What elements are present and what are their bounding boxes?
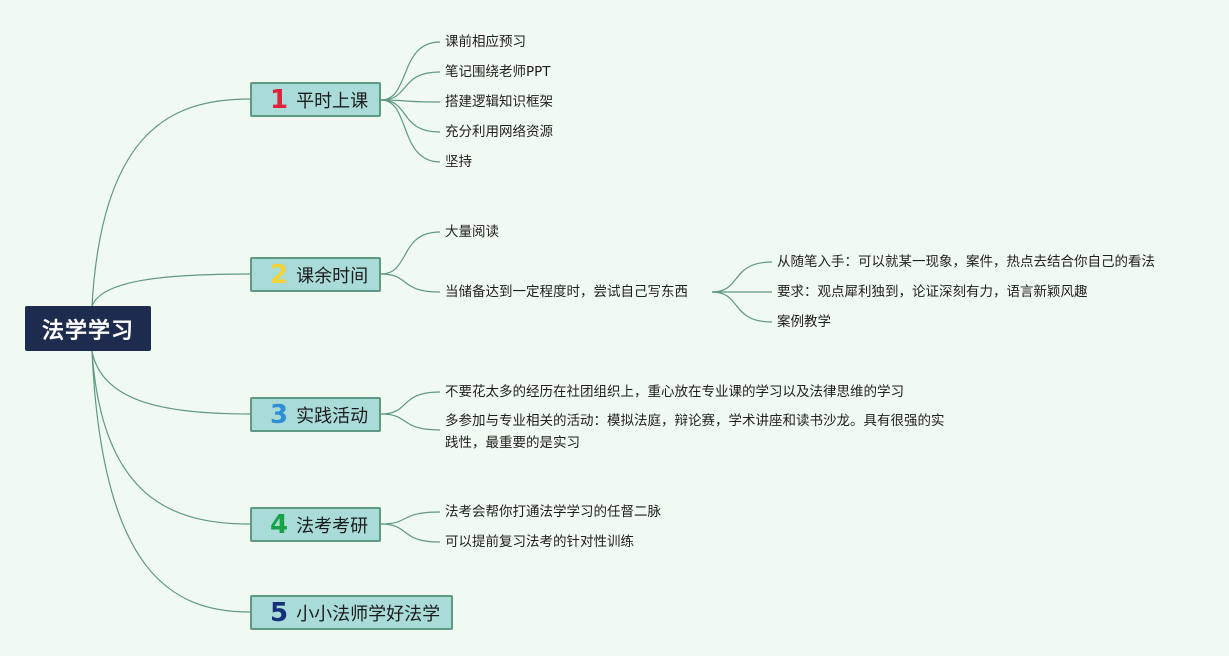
branch-2-label: 课余时间 — [296, 265, 369, 287]
number-3-icon: 3 — [270, 399, 289, 430]
branch-2-sub-link-2 — [711, 291, 773, 323]
branch-1-link-1 — [380, 71, 441, 101]
branch-1-leaf[interactable]: 课前相应预习 — [445, 34, 526, 50]
branch-2-subleaf[interactable]: 要求：观点犀利独到，论证深刻有力，语言新颖风趣 — [777, 284, 1088, 300]
branch-1-link-3 — [380, 99, 441, 133]
number-4-icon: 4 — [270, 509, 289, 540]
branch-1-leaf[interactable]: 充分利用网络资源 — [445, 124, 553, 140]
branch-3-topic[interactable]: 3 实践活动 — [250, 397, 381, 432]
branch-4-topic[interactable]: 4 法考考研 — [250, 507, 381, 542]
root-topic[interactable]: 法学学习 — [25, 306, 151, 351]
branch-4-leaf[interactable]: 可以提前复习法考的针对性训练 — [445, 534, 634, 550]
branch-1-leaf[interactable]: 坚持 — [445, 154, 472, 170]
branch-4-link-1 — [380, 523, 441, 543]
branch-3-link-1 — [380, 413, 441, 431]
branch-3-link-0 — [380, 391, 441, 415]
branch-1-link-2 — [380, 99, 441, 103]
branch-3-leaf[interactable]: 不要花太多的经历在社团组织上，重心放在专业课的学习以及法律思维的学习 — [445, 384, 904, 400]
branch-2-link-0 — [380, 231, 441, 275]
branch-4-leaf[interactable]: 法考会帮你打通法学学习的任督二脉 — [445, 504, 661, 520]
root-link-1 — [91, 98, 251, 307]
branch-1-leaf[interactable]: 搭建逻辑知识框架 — [445, 94, 553, 110]
branch-2-link-1 — [380, 273, 441, 293]
branch-4-label: 法考考研 — [296, 515, 369, 537]
branch-1-link-0 — [380, 41, 441, 101]
number-1-icon: 1 — [270, 84, 289, 115]
branch-2-subleaf[interactable]: 案例教学 — [777, 314, 831, 330]
root-link-2 — [91, 273, 251, 307]
branch-2-subleaf[interactable]: 从随笔入手：可以就某一现象，案件，热点去结合你自己的看法 — [777, 254, 1155, 270]
branch-2-sub-link-0 — [711, 261, 773, 293]
root-link-5 — [91, 350, 251, 613]
branch-4-link-0 — [380, 511, 441, 525]
branch-1-leaf[interactable]: 笔记围绕老师PPT — [445, 64, 551, 80]
number-5-icon: 5 — [270, 597, 289, 628]
branch-1-label: 平时上课 — [296, 90, 369, 112]
root-link-3 — [91, 350, 251, 415]
branch-2-leaf[interactable]: 大量阅读 — [445, 224, 499, 240]
branch-3-leaf[interactable]: 多参加与专业相关的活动：模拟法庭，辩论赛，学术讲座和读书沙龙。具有很强的实践性，… — [445, 413, 945, 451]
root-link-4 — [91, 350, 251, 525]
branch-5-label: 小小法师学好法学 — [296, 603, 441, 625]
branch-3-label: 实践活动 — [296, 405, 369, 427]
branch-1-topic[interactable]: 1 平时上课 — [250, 82, 381, 117]
branch-2-leaf[interactable]: 当储备达到一定程度时，尝试自己写东西 — [445, 284, 688, 300]
branch-2-topic[interactable]: 2 课余时间 — [250, 257, 381, 292]
number-2-icon: 2 — [270, 259, 289, 290]
branch-5-topic[interactable]: 5 小小法师学好法学 — [250, 595, 453, 630]
branch-1-link-4 — [380, 99, 441, 163]
